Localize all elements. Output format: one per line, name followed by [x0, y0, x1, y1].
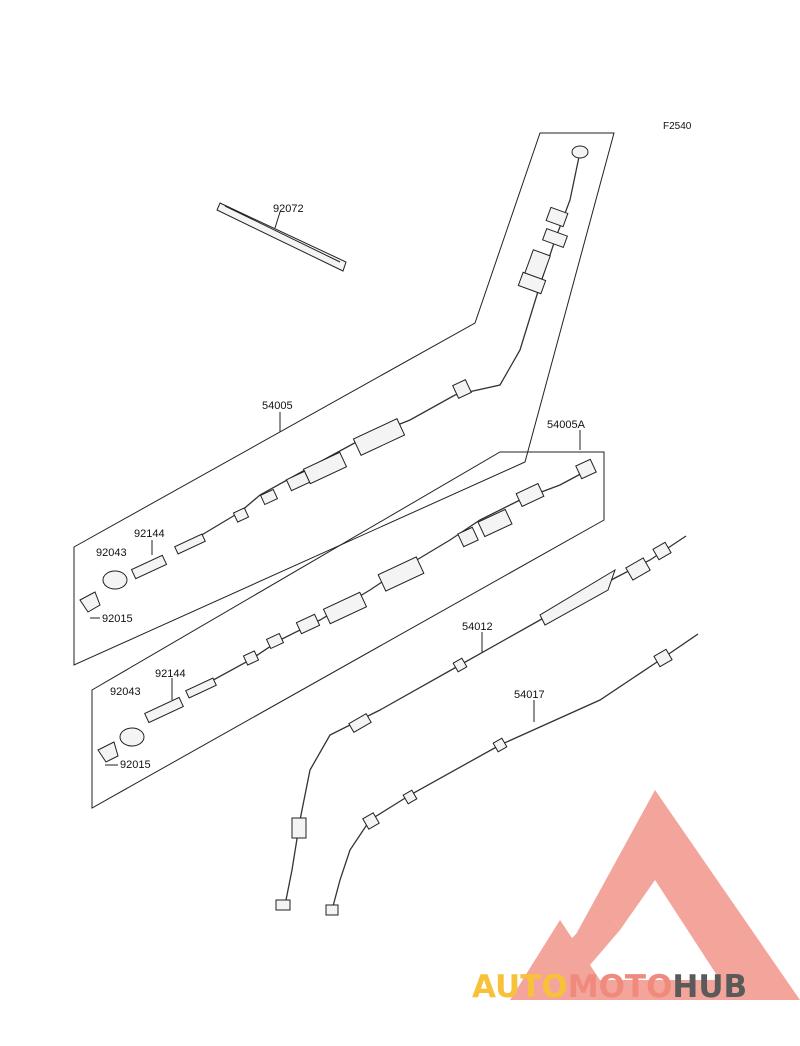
- nut-92043-a: [102, 570, 128, 590]
- label-92144-b: 92144: [155, 668, 186, 680]
- cable-54005a: [185, 458, 597, 699]
- spring-92144-b: [144, 696, 184, 724]
- nut-92043-b: [119, 727, 145, 747]
- label-92043-a: 92043: [96, 547, 127, 559]
- label-54012: 54012: [462, 621, 493, 633]
- watermark-auto: AUTO: [472, 969, 568, 1005]
- cable-54012: [275, 535, 687, 911]
- label-92015-b: 92015: [120, 759, 151, 771]
- clip-92015-b: [97, 741, 119, 763]
- watermark-logo-icon: [510, 790, 800, 1000]
- watermark-moto: MOTO: [568, 969, 673, 1005]
- watermark-hub: HUB: [672, 969, 747, 1005]
- group-outline-54005: [73, 132, 615, 666]
- label-92144-a: 92144: [134, 528, 165, 540]
- figure-reference: F2540: [663, 121, 692, 132]
- cable-tie: [216, 202, 347, 272]
- cable-54017: [325, 633, 699, 916]
- label-92043-b: 92043: [110, 686, 141, 698]
- label-92072: 92072: [273, 203, 304, 215]
- label-54005a: 54005A: [547, 419, 586, 431]
- label-54017: 54017: [514, 689, 545, 701]
- label-92015-a: 92015: [102, 613, 133, 625]
- cable-54005: [174, 145, 589, 555]
- spring-92144-a: [130, 554, 168, 580]
- clip-92015-a: [79, 591, 101, 613]
- label-54005: 54005: [262, 400, 293, 412]
- group-outline-54005a: [91, 451, 605, 809]
- svg-text:AUTOMOTOHUB: AUTOMOTOHUB: [472, 969, 747, 1005]
